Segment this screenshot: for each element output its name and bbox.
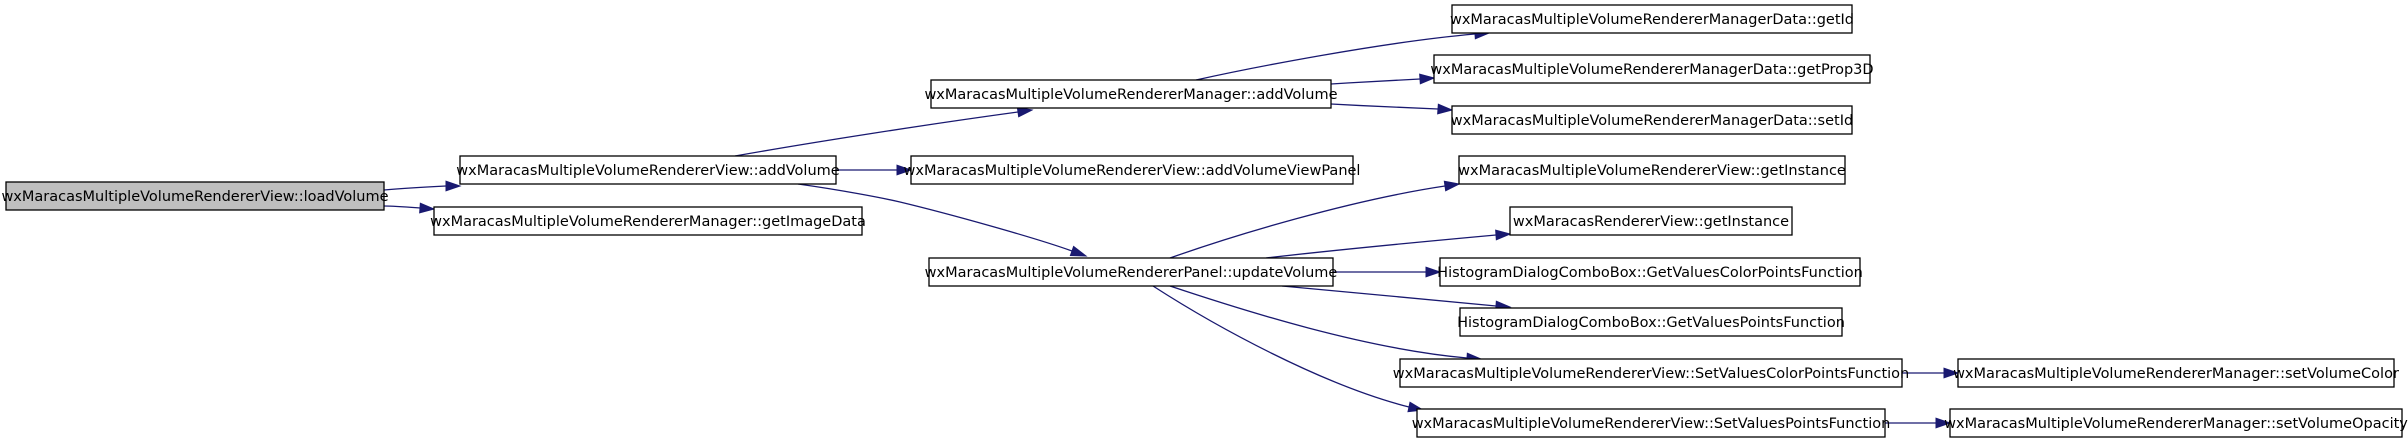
nodes-layer: wxMaracasMultipleVolumeRendererView::loa… bbox=[1, 4, 2408, 438]
node-box bbox=[459, 155, 837, 185]
edge-n3-to-n8 bbox=[1330, 103, 1454, 115]
node-box bbox=[1949, 408, 2403, 438]
edge-n5-to-n14 bbox=[1152, 285, 1425, 413]
edge-n0-to-n1 bbox=[383, 180, 462, 192]
function-node-n11[interactable]: HistogramDialogComboBox::GetValuesColorP… bbox=[1437, 257, 1863, 287]
edge-n1-to-n3 bbox=[734, 106, 1034, 157]
arrowhead-icon bbox=[1069, 245, 1088, 257]
edge-n1-to-n4 bbox=[836, 164, 913, 176]
edge-line bbox=[1169, 185, 1446, 259]
node-label: wxMaracasMultipleVolumeRendererManagerDa… bbox=[1451, 113, 1853, 129]
node-box bbox=[910, 155, 1354, 185]
node-box bbox=[1451, 4, 1853, 34]
node-box bbox=[1399, 358, 1903, 388]
node-label: wxMaracasMultipleVolumeRendererManager::… bbox=[430, 214, 866, 230]
edge-n14-to-n16 bbox=[1885, 417, 1952, 429]
edge-line bbox=[1152, 285, 1410, 408]
node-box bbox=[1439, 257, 1861, 287]
function-node-n0[interactable]: wxMaracasMultipleVolumeRendererView::loa… bbox=[1, 181, 389, 211]
edge-line bbox=[383, 205, 421, 209]
edge-line bbox=[1265, 234, 1497, 259]
node-label: wxMaracasMultipleVolumeRendererManager::… bbox=[924, 87, 1337, 103]
node-box bbox=[5, 181, 385, 211]
arrowhead-icon bbox=[1943, 367, 1960, 379]
edge-line bbox=[1195, 33, 1476, 81]
arrowhead-icon bbox=[445, 180, 462, 192]
node-label: wxMaracasMultipleVolumeRendererView::add… bbox=[456, 163, 839, 179]
function-node-n8[interactable]: wxMaracasMultipleVolumeRendererManagerDa… bbox=[1451, 105, 1853, 135]
arrowhead-icon bbox=[1419, 73, 1436, 85]
arrowhead-icon bbox=[419, 202, 436, 214]
arrowhead-icon bbox=[896, 164, 913, 176]
edge-n5-to-n11 bbox=[1333, 266, 1442, 278]
edge-n13-to-n15 bbox=[1902, 367, 1960, 379]
node-label: HistogramDialogComboBox::GetValuesColorP… bbox=[1437, 265, 1863, 281]
function-node-n13[interactable]: wxMaracasMultipleVolumeRendererView::Set… bbox=[1393, 358, 1909, 388]
edge-n1-to-n5 bbox=[797, 183, 1088, 257]
function-node-n16[interactable]: wxMaracasMultipleVolumeRendererManager::… bbox=[1944, 408, 2408, 438]
node-label: wxMaracasMultipleVolumeRendererView::add… bbox=[904, 163, 1361, 179]
node-label: wxMaracasMultipleVolumeRendererView::loa… bbox=[1, 189, 388, 205]
node-label: wxMaracasMultipleVolumeRendererView::get… bbox=[1458, 163, 1846, 179]
node-box bbox=[1433, 54, 1871, 84]
function-node-n3[interactable]: wxMaracasMultipleVolumeRendererManager::… bbox=[924, 79, 1338, 109]
function-node-n1[interactable]: wxMaracasMultipleVolumeRendererView::add… bbox=[456, 155, 840, 185]
edge-line bbox=[1330, 78, 1421, 85]
arrowhead-icon bbox=[1425, 266, 1442, 278]
function-node-n12[interactable]: HistogramDialogComboBox::GetValuesPoints… bbox=[1457, 307, 1845, 337]
edge-line bbox=[734, 111, 1019, 157]
node-label: wxMaracasMultipleVolumeRendererManagerDa… bbox=[1430, 62, 1873, 78]
function-node-n15[interactable]: wxMaracasMultipleVolumeRendererManager::… bbox=[1953, 358, 2399, 388]
arrowhead-icon bbox=[1443, 180, 1461, 192]
node-box bbox=[1416, 408, 1886, 438]
edge-line bbox=[1330, 103, 1439, 110]
node-label: wxMaracasRendererView::getInstance bbox=[1513, 214, 1789, 230]
node-label: wxMaracasMultipleVolumeRendererPanel::up… bbox=[925, 265, 1338, 281]
node-box bbox=[928, 257, 1334, 287]
arrowhead-icon bbox=[1495, 229, 1512, 241]
edge-line bbox=[1281, 285, 1497, 307]
function-node-n6[interactable]: wxMaracasMultipleVolumeRendererManagerDa… bbox=[1450, 4, 1854, 34]
function-node-n10[interactable]: wxMaracasRendererView::getInstance bbox=[1509, 206, 1793, 236]
edge-line bbox=[797, 183, 1073, 252]
node-label: wxMaracasMultipleVolumeRendererView::Set… bbox=[1393, 366, 1909, 382]
function-node-n5[interactable]: wxMaracasMultipleVolumeRendererPanel::up… bbox=[925, 257, 1338, 287]
node-label: wxMaracasMultipleVolumeRendererManager::… bbox=[1953, 366, 2399, 382]
function-node-n4[interactable]: wxMaracasMultipleVolumeRendererView::add… bbox=[904, 155, 1361, 185]
node-box bbox=[1458, 155, 1846, 185]
function-node-n2[interactable]: wxMaracasMultipleVolumeRendererManager::… bbox=[430, 206, 866, 236]
function-node-n14[interactable]: wxMaracasMultipleVolumeRendererView::Set… bbox=[1412, 408, 1891, 438]
arrowhead-icon bbox=[1437, 103, 1454, 115]
edge-line bbox=[383, 185, 447, 191]
edge-n5-to-n10 bbox=[1265, 229, 1512, 259]
function-node-n9[interactable]: wxMaracasMultipleVolumeRendererView::get… bbox=[1458, 155, 1846, 185]
node-box bbox=[930, 79, 1332, 109]
node-box bbox=[433, 206, 863, 236]
node-box bbox=[1509, 206, 1793, 236]
node-label: wxMaracasMultipleVolumeRendererManager::… bbox=[1944, 416, 2408, 432]
arrowhead-icon bbox=[1935, 417, 1952, 429]
node-label: HistogramDialogComboBox::GetValuesPoints… bbox=[1457, 315, 1845, 331]
node-label: wxMaracasMultipleVolumeRendererManagerDa… bbox=[1450, 12, 1854, 28]
edge-n3-to-n7 bbox=[1330, 73, 1436, 85]
arrowhead-icon bbox=[1016, 106, 1034, 118]
edge-n5-to-n9 bbox=[1169, 180, 1461, 259]
node-box bbox=[1459, 307, 1843, 337]
node-box bbox=[1451, 105, 1853, 135]
edge-n5-to-n12 bbox=[1281, 285, 1512, 312]
edge-line bbox=[1169, 285, 1468, 359]
edge-n0-to-n2 bbox=[383, 202, 436, 214]
node-label: wxMaracasMultipleVolumeRendererView::Set… bbox=[1412, 416, 1891, 432]
function-node-n7[interactable]: wxMaracasMultipleVolumeRendererManagerDa… bbox=[1430, 54, 1874, 84]
node-box bbox=[1957, 358, 2395, 388]
